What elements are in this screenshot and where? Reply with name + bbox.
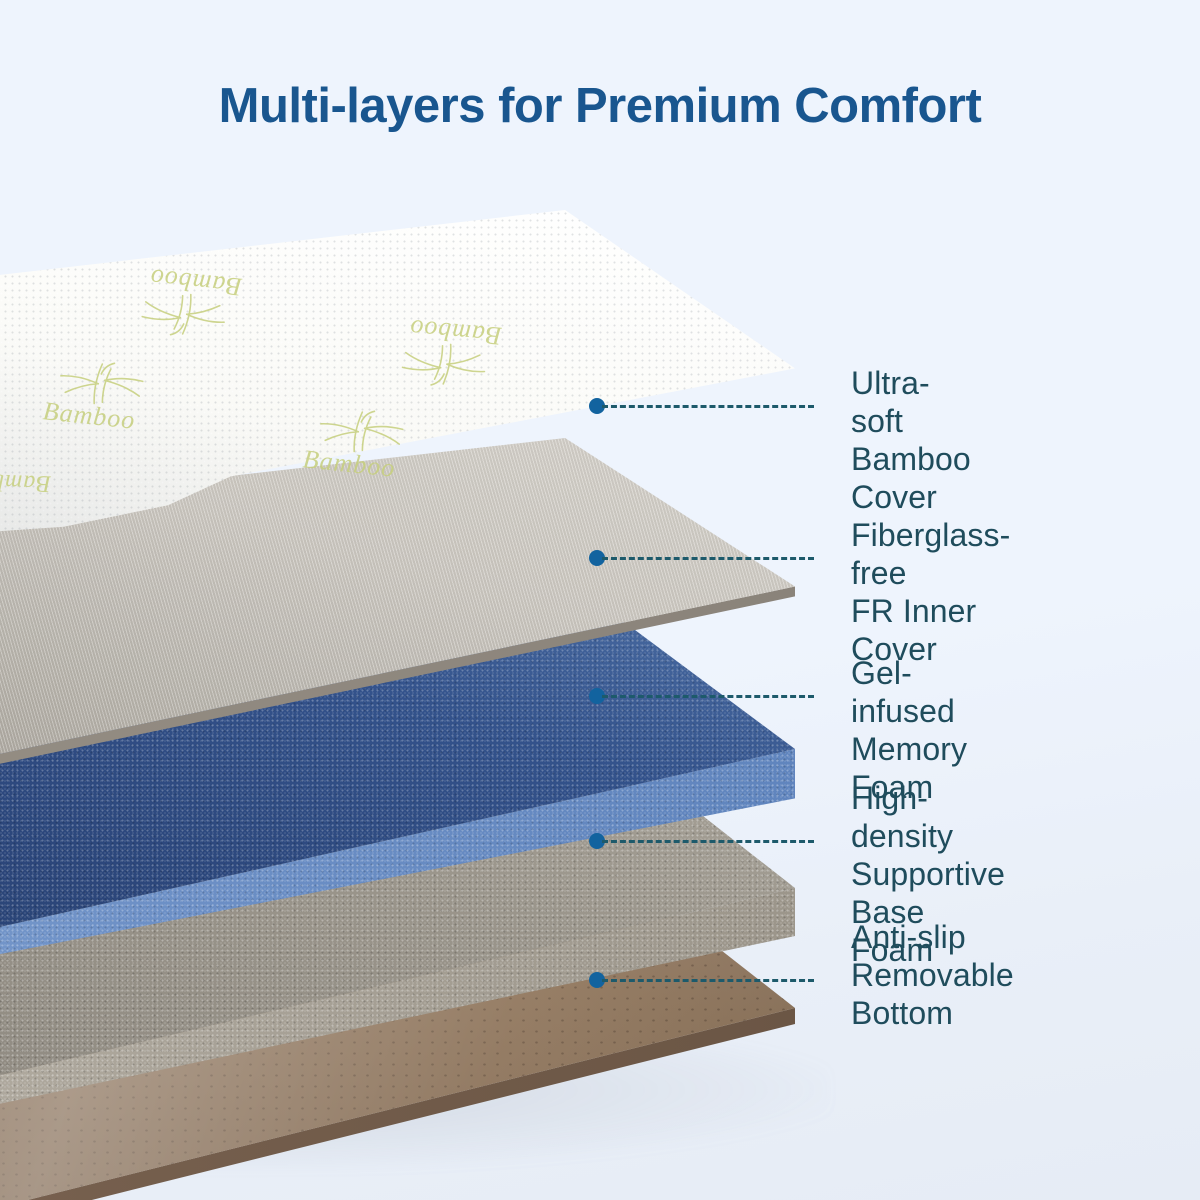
bamboo-logo-icon: Bamboo bbox=[302, 402, 419, 485]
callout-leader-line bbox=[602, 695, 814, 698]
callout-label-fiberglass-free-fr-inner-cover: Fiberglass-free FR Inner Cover bbox=[851, 517, 1011, 667]
exploded-mattress-illustration: Bamboo Bamboo bbox=[0, 210, 810, 1200]
bamboo-logo-icon: Bamboo bbox=[127, 260, 244, 343]
bamboo-leaf-icon bbox=[320, 410, 404, 453]
callout-marker-dot-icon bbox=[589, 398, 605, 414]
callout-marker-dot-icon bbox=[589, 688, 605, 704]
page-title: Multi-layers for Premium Comfort bbox=[218, 79, 982, 133]
callout-marker-dot-icon bbox=[589, 833, 605, 849]
callout-leader-line bbox=[602, 979, 814, 982]
bamboo-leaf-icon bbox=[401, 343, 486, 386]
callout-marker-dot-icon bbox=[589, 550, 605, 566]
bamboo-wordmark: Bamboo bbox=[0, 467, 52, 497]
bamboo-logo-icon: Bamboo bbox=[387, 311, 503, 392]
callout-label-ultra-soft-bamboo-cover: Ultra-soft Bamboo Cover bbox=[851, 365, 971, 515]
callout-label-anti-slip-removable-bottom: Anti-slip Removable Bottom bbox=[851, 919, 1014, 1031]
callout-label-gel-infused-memory-foam: Gel-infused Memory Foam bbox=[851, 655, 968, 805]
callout-label-high-density-supportive-base-foam: High-density Supportive Base Foam bbox=[851, 780, 1005, 968]
callout-leader-line bbox=[602, 840, 814, 843]
layer-gel-infused-memory-foam bbox=[0, 578, 795, 958]
callout-leader-line bbox=[602, 557, 814, 560]
bamboo-leaf-icon bbox=[60, 362, 144, 405]
bamboo-leaf-icon bbox=[141, 293, 225, 336]
layer-bamboo-cover: Bamboo Bamboo bbox=[0, 210, 795, 570]
callout-leader-line bbox=[602, 405, 814, 408]
callout-marker-dot-icon bbox=[589, 972, 605, 988]
bamboo-logo-icon: Bamboo bbox=[0, 467, 51, 497]
bamboo-logo-icon: Bamboo bbox=[42, 354, 159, 437]
